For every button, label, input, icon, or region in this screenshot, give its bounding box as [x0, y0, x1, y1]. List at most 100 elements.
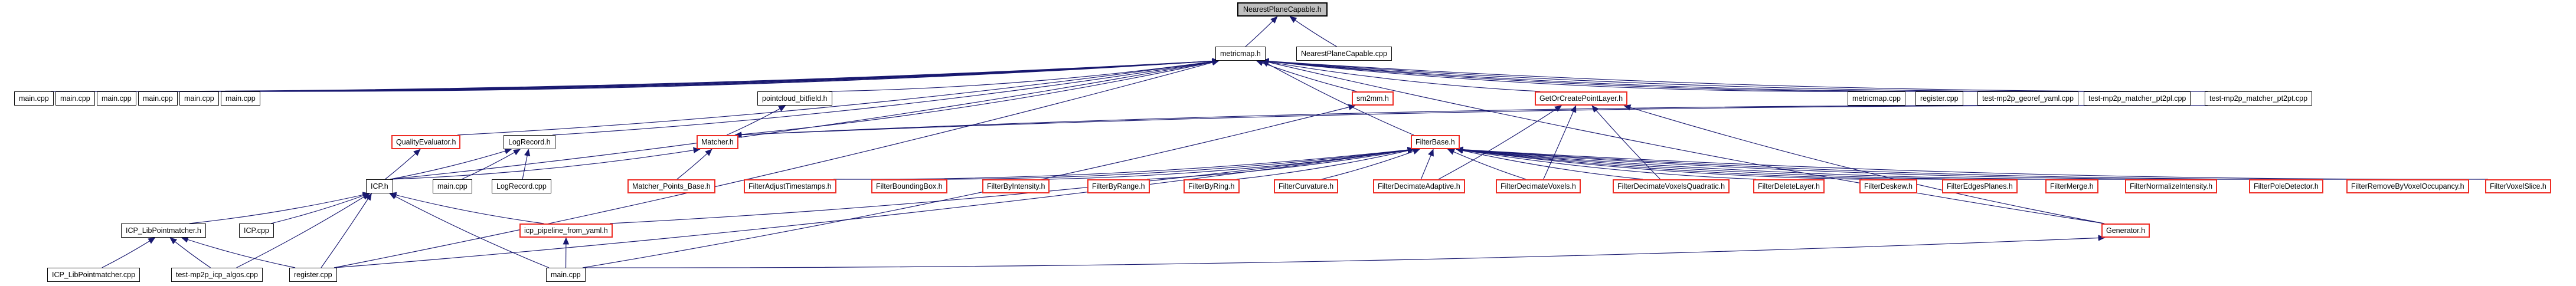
graph-node-f_adj[interactable]: FilterAdjustTimestamps.h — [744, 179, 836, 193]
graph-node-matcher_h[interactable]: Matcher.h — [697, 135, 738, 149]
graph-node-f_rbvo[interactable]: FilterRemoveByVoxelOccupancy.h — [2346, 179, 2469, 193]
include-edge-t_pt2pl-metricmap_h — [1261, 58, 2087, 92]
include-edge-f_desk-fb — [1456, 147, 1863, 180]
include-edge-ipfy-fb — [609, 147, 1415, 224]
include-edge-reg3-metricmap_h — [334, 59, 1220, 268]
include-edge-t_pt2pt-metricmap_h — [1261, 58, 2208, 92]
include-edge-f_bint-fb — [1046, 147, 1415, 180]
include-edge-main4-metricmap_h — [174, 58, 1220, 92]
graph-node-lr_cpp[interactable]: LogRecord.cpp — [492, 179, 551, 193]
graph-node-f_bbox[interactable]: FilterBoundingBox.h — [871, 179, 947, 193]
graph-node-reg3[interactable]: register.cpp — [289, 268, 337, 282]
include-edge-mm_cpp-metricmap_h — [1261, 58, 1851, 92]
graph-node-t_pt2pt[interactable]: test-mp2p_matcher_pt2pt.cpp — [2205, 91, 2313, 106]
graph-node-f_merge[interactable]: FilterMerge.h — [2045, 179, 2098, 193]
include-edge-f_dvoxq-goc — [1591, 105, 1661, 180]
graph-node-t_pt2pl[interactable]: test-mp2p_matcher_pt2pl.cpp — [2084, 91, 2191, 106]
include-edge-f_curv-fb — [1321, 148, 1420, 180]
include-edge-goc-metricmap_h — [1261, 58, 1541, 92]
include-edge-main8-icp_h — [389, 193, 550, 268]
include-edge-icp_h-qe — [385, 149, 421, 180]
include-edge-f_vslice-fb — [1456, 146, 2489, 180]
graph-node-f_dvox[interactable]: FilterDecimateVoxels.h — [1496, 179, 1581, 193]
graph-node-main4[interactable]: main.cpp — [138, 91, 178, 106]
include-edge-icp_h-metricmap_h — [390, 58, 1220, 180]
include-edge-npc_cpp-root — [1289, 16, 1337, 47]
graph-node-mm_cpp[interactable]: metricmap.cpp — [1848, 91, 1905, 106]
graph-node-f_bring[interactable]: FilterByRing.h — [1184, 179, 1240, 193]
include-edge-icp_h-lr_h — [390, 148, 512, 180]
include-edge-matcher_h-pcb — [726, 105, 786, 136]
include-edge-icp_h-matcher_h — [390, 147, 701, 180]
include-edge-main3-metricmap_h — [133, 58, 1220, 92]
include-edge-metricmap_h-root — [1245, 16, 1278, 47]
graph-node-t_algos[interactable]: test-mp2p_icp_algos.cpp — [171, 268, 263, 282]
graph-node-pcb[interactable]: pointcloud_bitfield.h — [757, 91, 832, 106]
graph-node-f_dadap[interactable]: FilterDecimateAdaptive.h — [1373, 179, 1465, 193]
include-edge-f_norm-fb — [1456, 146, 2129, 180]
include-edge-f_pole-fb — [1456, 146, 2253, 180]
graph-node-metricmap_h[interactable]: metricmap.h — [1215, 47, 1266, 61]
graph-node-f_vslice[interactable]: FilterVoxelSlice.h — [2485, 179, 2551, 193]
graph-node-t_georef[interactable]: test-mp2p_georef_yaml.cpp — [1977, 91, 2078, 106]
graph-node-f_desk[interactable]: FilterDeskew.h — [1859, 179, 1917, 193]
include-edge-main8-gen — [582, 235, 2106, 268]
graph-node-gen[interactable]: Generator.h — [2101, 223, 2150, 238]
graph-node-main1[interactable]: main.cpp — [14, 91, 54, 106]
include-edge-gen-goc — [1623, 104, 2105, 224]
include-edge-main7-lr_h — [461, 149, 521, 180]
graph-node-ipfy[interactable]: icp_pipeline_from_yaml.h — [519, 223, 613, 238]
graph-node-f_bint[interactable]: FilterByIntensity.h — [982, 179, 1050, 193]
graph-node-sm2mm[interactable]: sm2mm.h — [1352, 91, 1394, 106]
graph-node-main3[interactable]: main.cpp — [97, 91, 136, 106]
graph-node-icp_h[interactable]: ICP.h — [366, 179, 393, 193]
graph-node-f_pole[interactable]: FilterPoleDetector.h — [2249, 179, 2323, 193]
include-edge-gen-metricmap_h — [1261, 59, 2105, 224]
include-edge-f_merge-fb — [1456, 146, 2049, 180]
graph-node-f_curv[interactable]: FilterCurvature.h — [1274, 179, 1339, 193]
graph-node-main7[interactable]: main.cpp — [433, 179, 472, 193]
include-edge-f_dvox-goc — [1543, 105, 1577, 180]
graph-node-icp_lpm_h[interactable]: ICP_LibPointmatcher.h — [121, 223, 206, 238]
graph-node-f_dvoxq[interactable]: FilterDecimateVoxelsQuadratic.h — [1613, 179, 1730, 193]
graph-node-icp_lpm_cpp[interactable]: ICP_LibPointmatcher.cpp — [47, 268, 140, 282]
include-edge-ipfy-icp_h — [389, 192, 544, 224]
graph-node-reg2[interactable]: register.cpp — [1915, 91, 1963, 106]
include-edge-f_adj-fb — [833, 146, 1415, 180]
graph-node-npc_cpp[interactable]: NearestPlaneCapable.cpp — [1296, 47, 1392, 61]
include-edge-lr_cpp-lr_h — [522, 149, 531, 180]
include-edge-f_edge-fb — [1456, 147, 1946, 180]
include-edge-f_rbvo-fb — [1456, 146, 2350, 180]
include-edge-fb-metricmap_h — [1261, 60, 1414, 136]
include-edge-t_algos-icp_lpm_h — [169, 237, 211, 268]
include-edge-lr_h-metricmap_h — [552, 58, 1220, 136]
include-edge-main6-metricmap_h — [257, 58, 1220, 92]
graph-node-main6[interactable]: main.cpp — [221, 91, 260, 106]
include-edge-mpb-matcher_h — [676, 149, 712, 180]
graph-node-goc[interactable]: GetOrCreatePointLayer.h — [1535, 91, 1628, 106]
graph-node-f_norm[interactable]: FilterNormalizeIntensity.h — [2125, 179, 2218, 193]
graph-node-f_brange[interactable]: FilterByRange.h — [1087, 179, 1150, 193]
graph-node-main8[interactable]: main.cpp — [546, 268, 586, 282]
include-edge-icp_cpp-icp_h — [270, 192, 370, 224]
graph-node-f_edge[interactable]: FilterEdgesPlanes.h — [1942, 179, 2018, 193]
include-edge-t_pt2pt-matcher_h — [734, 105, 2208, 138]
graph-node-root: NearestPlaneCapable.h — [1237, 2, 1328, 17]
graph-node-mpb[interactable]: Matcher_Points_Base.h — [627, 179, 715, 193]
include-edge-f_dadap-fb — [1420, 149, 1434, 180]
graph-node-qe[interactable]: QualityEvaluator.h — [391, 135, 461, 149]
graph-node-icp_cpp[interactable]: ICP.cpp — [239, 223, 274, 238]
graph-node-lr_h[interactable]: LogRecord.h — [504, 135, 555, 149]
graph-node-main2[interactable]: main.cpp — [55, 91, 95, 106]
include-edge-reg2-metricmap_h — [1261, 58, 1919, 92]
include-edge-t_georef-metricmap_h — [1261, 58, 1981, 92]
include-edge-reg3-fb — [334, 147, 1415, 268]
graph-node-fb[interactable]: FilterBase.h — [1411, 135, 1460, 149]
include-edge-f_dvoxq-fb — [1456, 147, 1643, 180]
include-edge-reg3-icp_lpm_h — [181, 236, 296, 268]
graph-node-main5[interactable]: main.cpp — [179, 91, 219, 106]
include-edge-f_bbox-fb — [944, 147, 1415, 180]
graph-node-f_dlay[interactable]: FilterDeleteLayer.h — [1753, 179, 1825, 193]
include-edge-f_bring-fb — [1236, 147, 1415, 180]
include-edge-main8-sm2mm — [582, 104, 1356, 268]
